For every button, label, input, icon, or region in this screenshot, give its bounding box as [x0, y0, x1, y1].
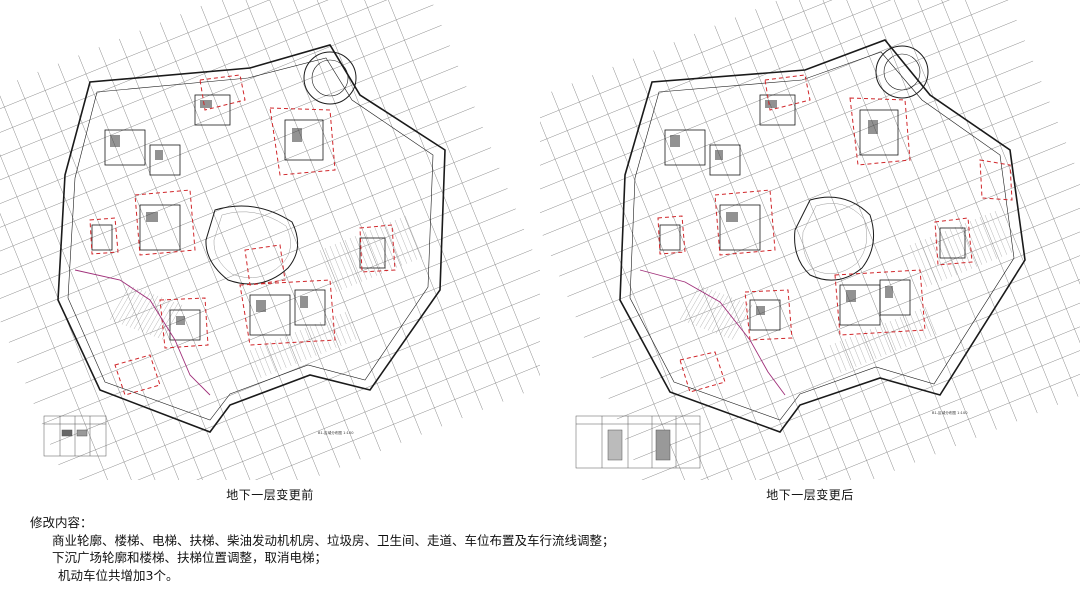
change-markups	[89, 74, 396, 396]
floor-plan-before: B1-区域分布图 1:100	[0, 0, 540, 480]
building-outline	[57, 44, 446, 433]
notes-line-1: 商业轮廓、楼梯、电梯、扶梯、柴油发动机机房、垃圾房、卫生间、走道、车位布置及车行…	[52, 532, 615, 548]
core-blocks	[659, 94, 966, 331]
modification-notes: 修改内容： 商业轮廓、楼梯、电梯、扶梯、柴油发动机机房、垃圾房、卫生间、走道、车…	[30, 514, 1070, 584]
scale-label: B1-区域分布图 1:100	[318, 430, 354, 435]
sunken-plaza	[205, 205, 299, 285]
core-blocks	[91, 94, 386, 341]
notes-line-2: 下沉广场轮廓和楼梯、扶梯位置调整，取消电梯；	[52, 550, 328, 565]
parking-hatch	[679, 210, 1013, 373]
core-fill	[670, 100, 893, 315]
scale-label: B1-区域分布图 1:100	[932, 410, 968, 415]
vehicle-route	[74, 269, 211, 396]
floor-plan-after: B1-区域分布图 1:100	[540, 0, 1080, 480]
plan-panel-before: B1-区域分布图 1:100 地下一层变更前	[0, 0, 540, 520]
notes-title: 修改内容：	[30, 515, 93, 530]
notes-line-3: 机动车位共增加3个。	[58, 567, 179, 583]
legend-table	[575, 415, 701, 469]
round-tower	[303, 51, 357, 105]
change-markups	[657, 74, 1013, 393]
axis-grid	[0, 0, 540, 480]
axis-grid	[540, 0, 1080, 480]
building-outline	[619, 39, 1026, 433]
vehicle-route	[639, 269, 786, 396]
sunken-plaza	[794, 196, 875, 281]
round-tower	[875, 45, 929, 99]
caption-after: 地下一层变更后	[766, 488, 854, 502]
caption-before: 地下一层变更前	[226, 488, 314, 502]
core-fill	[110, 100, 308, 325]
parking-hatch	[109, 215, 423, 378]
plan-panel-after: B1-区域分布图 1:100 地下一层变更后	[540, 0, 1080, 520]
legend-table	[43, 415, 107, 457]
